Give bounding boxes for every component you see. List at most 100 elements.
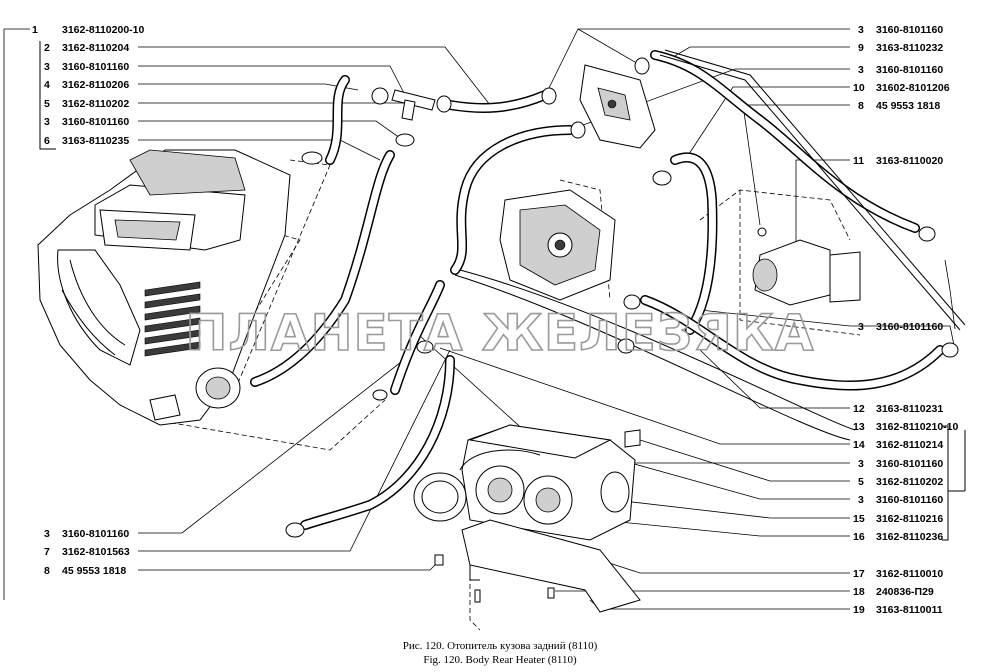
clamp-icon <box>436 95 452 113</box>
mounting-bracket <box>434 519 641 613</box>
pipe-line <box>659 54 961 331</box>
hose-right-lower <box>640 295 945 391</box>
callout-number: 3 <box>858 321 864 333</box>
clamp-icon <box>416 340 434 354</box>
part-code: 3162-8110010 <box>876 568 943 580</box>
hoses <box>250 49 966 530</box>
callout-number: 7 <box>44 546 50 558</box>
right-callout-18: 19 3163-8110011 <box>853 604 943 616</box>
left-callout-list: 1 3162-8110200-10 2 3162-8110204 3 3160-… <box>32 24 144 150</box>
callout-number: 3 <box>858 494 864 506</box>
part-code: 3163-8110011 <box>876 604 943 616</box>
callout-number: 3 <box>858 64 864 76</box>
nut-icon <box>434 554 444 566</box>
left-bottom-callout-2: 7 3162-8101563 <box>44 546 130 558</box>
part-code: 31602-8101206 <box>876 82 950 94</box>
hose-right-upper <box>650 50 920 233</box>
part-code: 3160-8101160 <box>876 64 943 76</box>
clamp-icon <box>918 226 936 242</box>
callout-number: 8 <box>858 100 864 112</box>
clamp-icon <box>301 151 323 165</box>
callout-number: 1 <box>32 24 38 36</box>
part-code: 240836-П29 <box>876 586 934 598</box>
left-callout-4: 4 3162-8110206 <box>44 79 129 91</box>
part-code: 3162-8110214 <box>876 439 943 451</box>
part-code: 3162-8110216 <box>876 513 943 525</box>
caption-russian: Рис. 120. Отопитель кузова задний (8110) <box>403 640 598 652</box>
heater-housing-assembly <box>37 149 291 426</box>
caption-english: Fig. 120. Body Rear Heater (8110) <box>423 654 577 666</box>
callout-number: 4 <box>44 79 50 91</box>
watermark-text: ПЛАНЕТА ЖЕЛЕЗЯКА <box>186 304 815 362</box>
hose-bottom-left <box>300 355 455 530</box>
part-code: 3163-8110232 <box>876 42 943 54</box>
callout-number: 18 <box>853 586 865 598</box>
callout-number: 19 <box>853 604 865 616</box>
hose-top-center <box>445 90 550 113</box>
part-code: 3160-8101160 <box>876 24 943 36</box>
part-code: 3162-8110210-10 <box>876 421 958 433</box>
callout-number: 16 <box>853 531 865 543</box>
left-callout-2: 2 3162-8110204 <box>44 42 129 54</box>
callout-bracket <box>942 425 949 541</box>
callout-number: 14 <box>853 439 865 451</box>
left-bottom-callout-3: 8 45 9553 1818 <box>44 565 126 577</box>
right-callout-10: 14 3162-8110214 <box>853 439 943 451</box>
clamp-icon <box>652 170 672 186</box>
callout-number: 3 <box>44 61 50 73</box>
pipe-line <box>664 49 966 326</box>
connector-icon <box>624 429 641 448</box>
callout-number: 5 <box>44 98 50 110</box>
right-callout-12: 5 3162-8110202 <box>858 476 943 488</box>
left-bottom-callout-list: 3 3160-8101160 7 3162-8101563 8 45 9553 … <box>44 528 130 577</box>
heater-tap-assembly <box>579 64 656 149</box>
callout-number: 3 <box>858 24 864 36</box>
left-callout-6: 3 3160-8101160 <box>44 116 129 128</box>
electric-pump <box>752 227 861 306</box>
clamp-icon <box>623 294 641 310</box>
callout-number: 12 <box>853 403 865 415</box>
right-callout-1: 3 3160-8101160 <box>858 24 943 36</box>
right-callout-8: 12 3163-8110231 <box>853 403 943 415</box>
air-duct-ring <box>413 449 541 522</box>
left-bottom-callout-1: 3 3160-8101160 <box>44 528 129 540</box>
callout-number: 2 <box>44 42 50 54</box>
callout-number: 3 <box>44 528 50 540</box>
clamp-icon <box>541 87 557 105</box>
clamp-icon <box>634 57 650 75</box>
pipe-line <box>459 269 856 431</box>
rear-heater-unit <box>461 424 641 541</box>
part-code: 3162-8101563 <box>62 546 130 558</box>
right-callout-list: 3 3160-8101160 9 3163-8110232 3 3160-810116… <box>853 24 966 616</box>
part-code: 3162-8110202 <box>62 98 129 110</box>
callout-number: 8 <box>44 565 50 577</box>
hose-clamps <box>285 57 959 538</box>
callout-number: 9 <box>858 42 864 54</box>
part-code: 3163-8110020 <box>876 155 943 167</box>
left-callout-3: 3 3160-8101160 <box>44 61 129 73</box>
bolt-icon <box>547 587 555 599</box>
nut-icon <box>757 227 767 237</box>
part-code: 3162-8110202 <box>876 476 943 488</box>
part-code: 3163-8110231 <box>876 403 943 415</box>
grille-slots <box>144 281 201 357</box>
part-code: 3163-8110235 <box>62 135 129 147</box>
part-code: 3160-8101160 <box>62 61 129 73</box>
left-callout-1: 1 3162-8110200-10 <box>32 24 144 36</box>
hose-left-long <box>250 150 395 387</box>
right-callout-2: 9 3163-8110232 <box>858 42 943 54</box>
callout-number: 3 <box>858 458 864 470</box>
clamp-icon <box>941 342 959 358</box>
callout-number: 5 <box>858 476 864 488</box>
left-callout-7: 6 3163-8110235 <box>44 135 129 147</box>
right-callout-17: 18 240836-П29 <box>853 586 934 598</box>
part-code: 45 9553 1818 <box>876 100 940 112</box>
part-code: 3160-8101160 <box>876 321 943 333</box>
part-code: 3160-8101160 <box>876 458 943 470</box>
clamp-icon <box>617 338 635 354</box>
callout-number: 3 <box>44 116 50 128</box>
